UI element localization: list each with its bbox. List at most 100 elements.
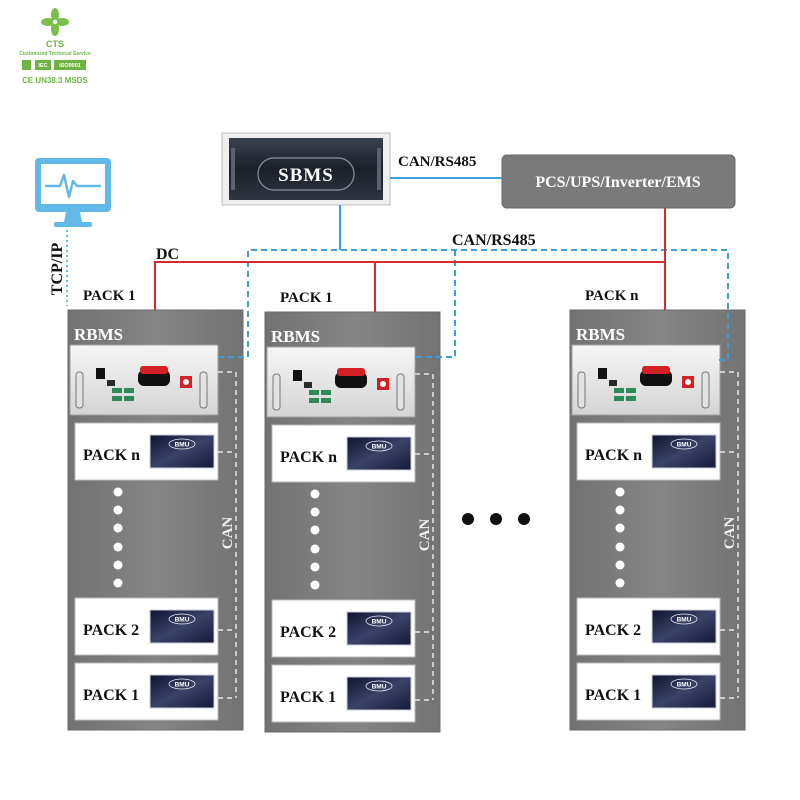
bmu-label: BMU [677, 441, 692, 448]
pack-module-label: PACK 2 [280, 624, 336, 641]
battery-pack-module: PACK 2 BMU [271, 599, 416, 658]
bmu-badge-ring [168, 613, 196, 625]
bmu-badge-ring [365, 680, 393, 692]
stop-button-center [380, 381, 386, 387]
logo-certs: CE UN38.3 MSDS [22, 76, 88, 85]
pack-module-label: PACK n [280, 449, 337, 466]
can-rs485-dashed-bus [218, 249, 729, 361]
terminal-connector [124, 388, 134, 393]
stop-button-center [183, 379, 189, 385]
rbms-controller [571, 344, 721, 416]
bmu-label: BMU [372, 443, 387, 450]
bmu-label: BMU [175, 616, 190, 623]
bmu-panel: BMU [651, 609, 717, 644]
rack-top-label: PACK 1 [83, 288, 136, 304]
bmu-plate [149, 434, 215, 469]
pack-module-label: PACK 2 [585, 622, 641, 639]
ellipsis-dot [490, 513, 502, 525]
power-switch [293, 370, 302, 381]
battery-pack-module: PACK 2 BMU [74, 597, 219, 656]
bmu-panel: BMU [149, 434, 215, 469]
bmu-panel: BMU [149, 609, 215, 644]
pcs-label: PCS/UPS/Inverter/EMS [535, 174, 700, 191]
omitted-pack-dot [113, 505, 123, 515]
bmu-plate [346, 611, 412, 646]
pcs-box [501, 154, 736, 209]
sbms-label-plate [257, 157, 355, 191]
breaker-knob-handle [337, 368, 365, 376]
can-bus-dashed-line [720, 371, 739, 699]
rack-bus-link-label: CAN/RS485 [452, 232, 536, 249]
cert-badge-mark [22, 60, 31, 70]
pack-module-label: PACK n [585, 447, 642, 464]
logo-name: CTS [46, 39, 64, 49]
sbms-unit: SBMS [221, 132, 391, 206]
stop-button-center [685, 379, 691, 385]
rbms-controller [69, 344, 219, 416]
bmu-badge-ring [365, 615, 393, 627]
monitor-pulse-icon [35, 158, 111, 227]
rbms-controller [266, 346, 416, 418]
battery-pack-module: PACK 1 BMU [74, 662, 219, 721]
terminal-connector [614, 388, 624, 393]
terminal-connector [112, 396, 122, 401]
bmu-badge-ring [168, 438, 196, 450]
bmu-label: BMU [372, 683, 387, 690]
can-bus-dashed-line [415, 373, 434, 701]
dc-bus-label: DC [156, 246, 179, 263]
pack-module-label: PACK n [83, 447, 140, 464]
can-bus-dashed-line [218, 371, 237, 699]
bmu-panel: BMU [651, 434, 717, 469]
rbms-handle-left [577, 371, 586, 409]
bmu-panel: BMU [149, 674, 215, 709]
sbms-handle-right [377, 148, 381, 190]
logo-tagline: Customized Technical Service [19, 51, 91, 57]
bmu-badge-ring [670, 678, 698, 690]
tcp-ip-label: TCP/IP [49, 243, 66, 296]
cert-badge-iec-label: IEC [38, 63, 47, 69]
bmu-label: BMU [372, 618, 387, 625]
bmu-panel: BMU [346, 611, 412, 646]
pack-module-label: PACK 1 [280, 689, 336, 706]
terminal-connector [614, 396, 624, 401]
sbms-label: SBMS [278, 165, 334, 186]
pack-module-label: PACK 1 [83, 687, 139, 704]
rbms-label: RBMS [74, 325, 123, 344]
omitted-pack-dot [615, 578, 625, 588]
omitted-pack-dot [615, 505, 625, 515]
bmu-badge-ring [670, 613, 698, 625]
sbms-handle-left [231, 148, 235, 190]
cert-badge-iso [54, 60, 86, 70]
omitted-pack-dot [615, 542, 625, 552]
dc-bus-line [154, 208, 666, 312]
rbms-label: RBMS [271, 327, 320, 346]
rbms-handle-right [199, 371, 208, 409]
omitted-pack-dot [310, 489, 320, 499]
can-label: CAN [220, 517, 236, 550]
rack-row: PACK 1 RBMS PACK n [67, 288, 746, 733]
cts-leaf-logo-icon [41, 8, 69, 36]
can-label: CAN [722, 517, 738, 550]
terminal-connector [309, 390, 319, 395]
rack-top-label: PACK 1 [280, 290, 333, 306]
battery-pack-module: PACK 2 BMU [576, 597, 721, 656]
bmu-plate [149, 609, 215, 644]
cert-badge-iec [35, 60, 51, 70]
omitted-pack-dot [113, 542, 123, 552]
omitted-pack-dot [310, 580, 320, 590]
terminal-connector [321, 390, 331, 395]
omitted-pack-dot [615, 487, 625, 497]
battery-pack-module: PACK n BMU [576, 422, 721, 481]
cts-logo: CTS Customized Technical Service IEC ISO… [19, 8, 91, 85]
bmu-plate [149, 674, 215, 709]
omitted-pack-dot [310, 562, 320, 572]
terminal-connector [626, 396, 636, 401]
more-racks-ellipsis [462, 513, 530, 525]
rbms-handle-left [272, 373, 281, 411]
battery-rack: PACK 1 RBMS PACK n [264, 290, 441, 733]
terminal-connector [112, 388, 122, 393]
bmu-panel: BMU [346, 676, 412, 711]
bmu-plate [346, 676, 412, 711]
rack-top-label: PACK n [585, 288, 639, 304]
terminal-connector [321, 398, 331, 403]
